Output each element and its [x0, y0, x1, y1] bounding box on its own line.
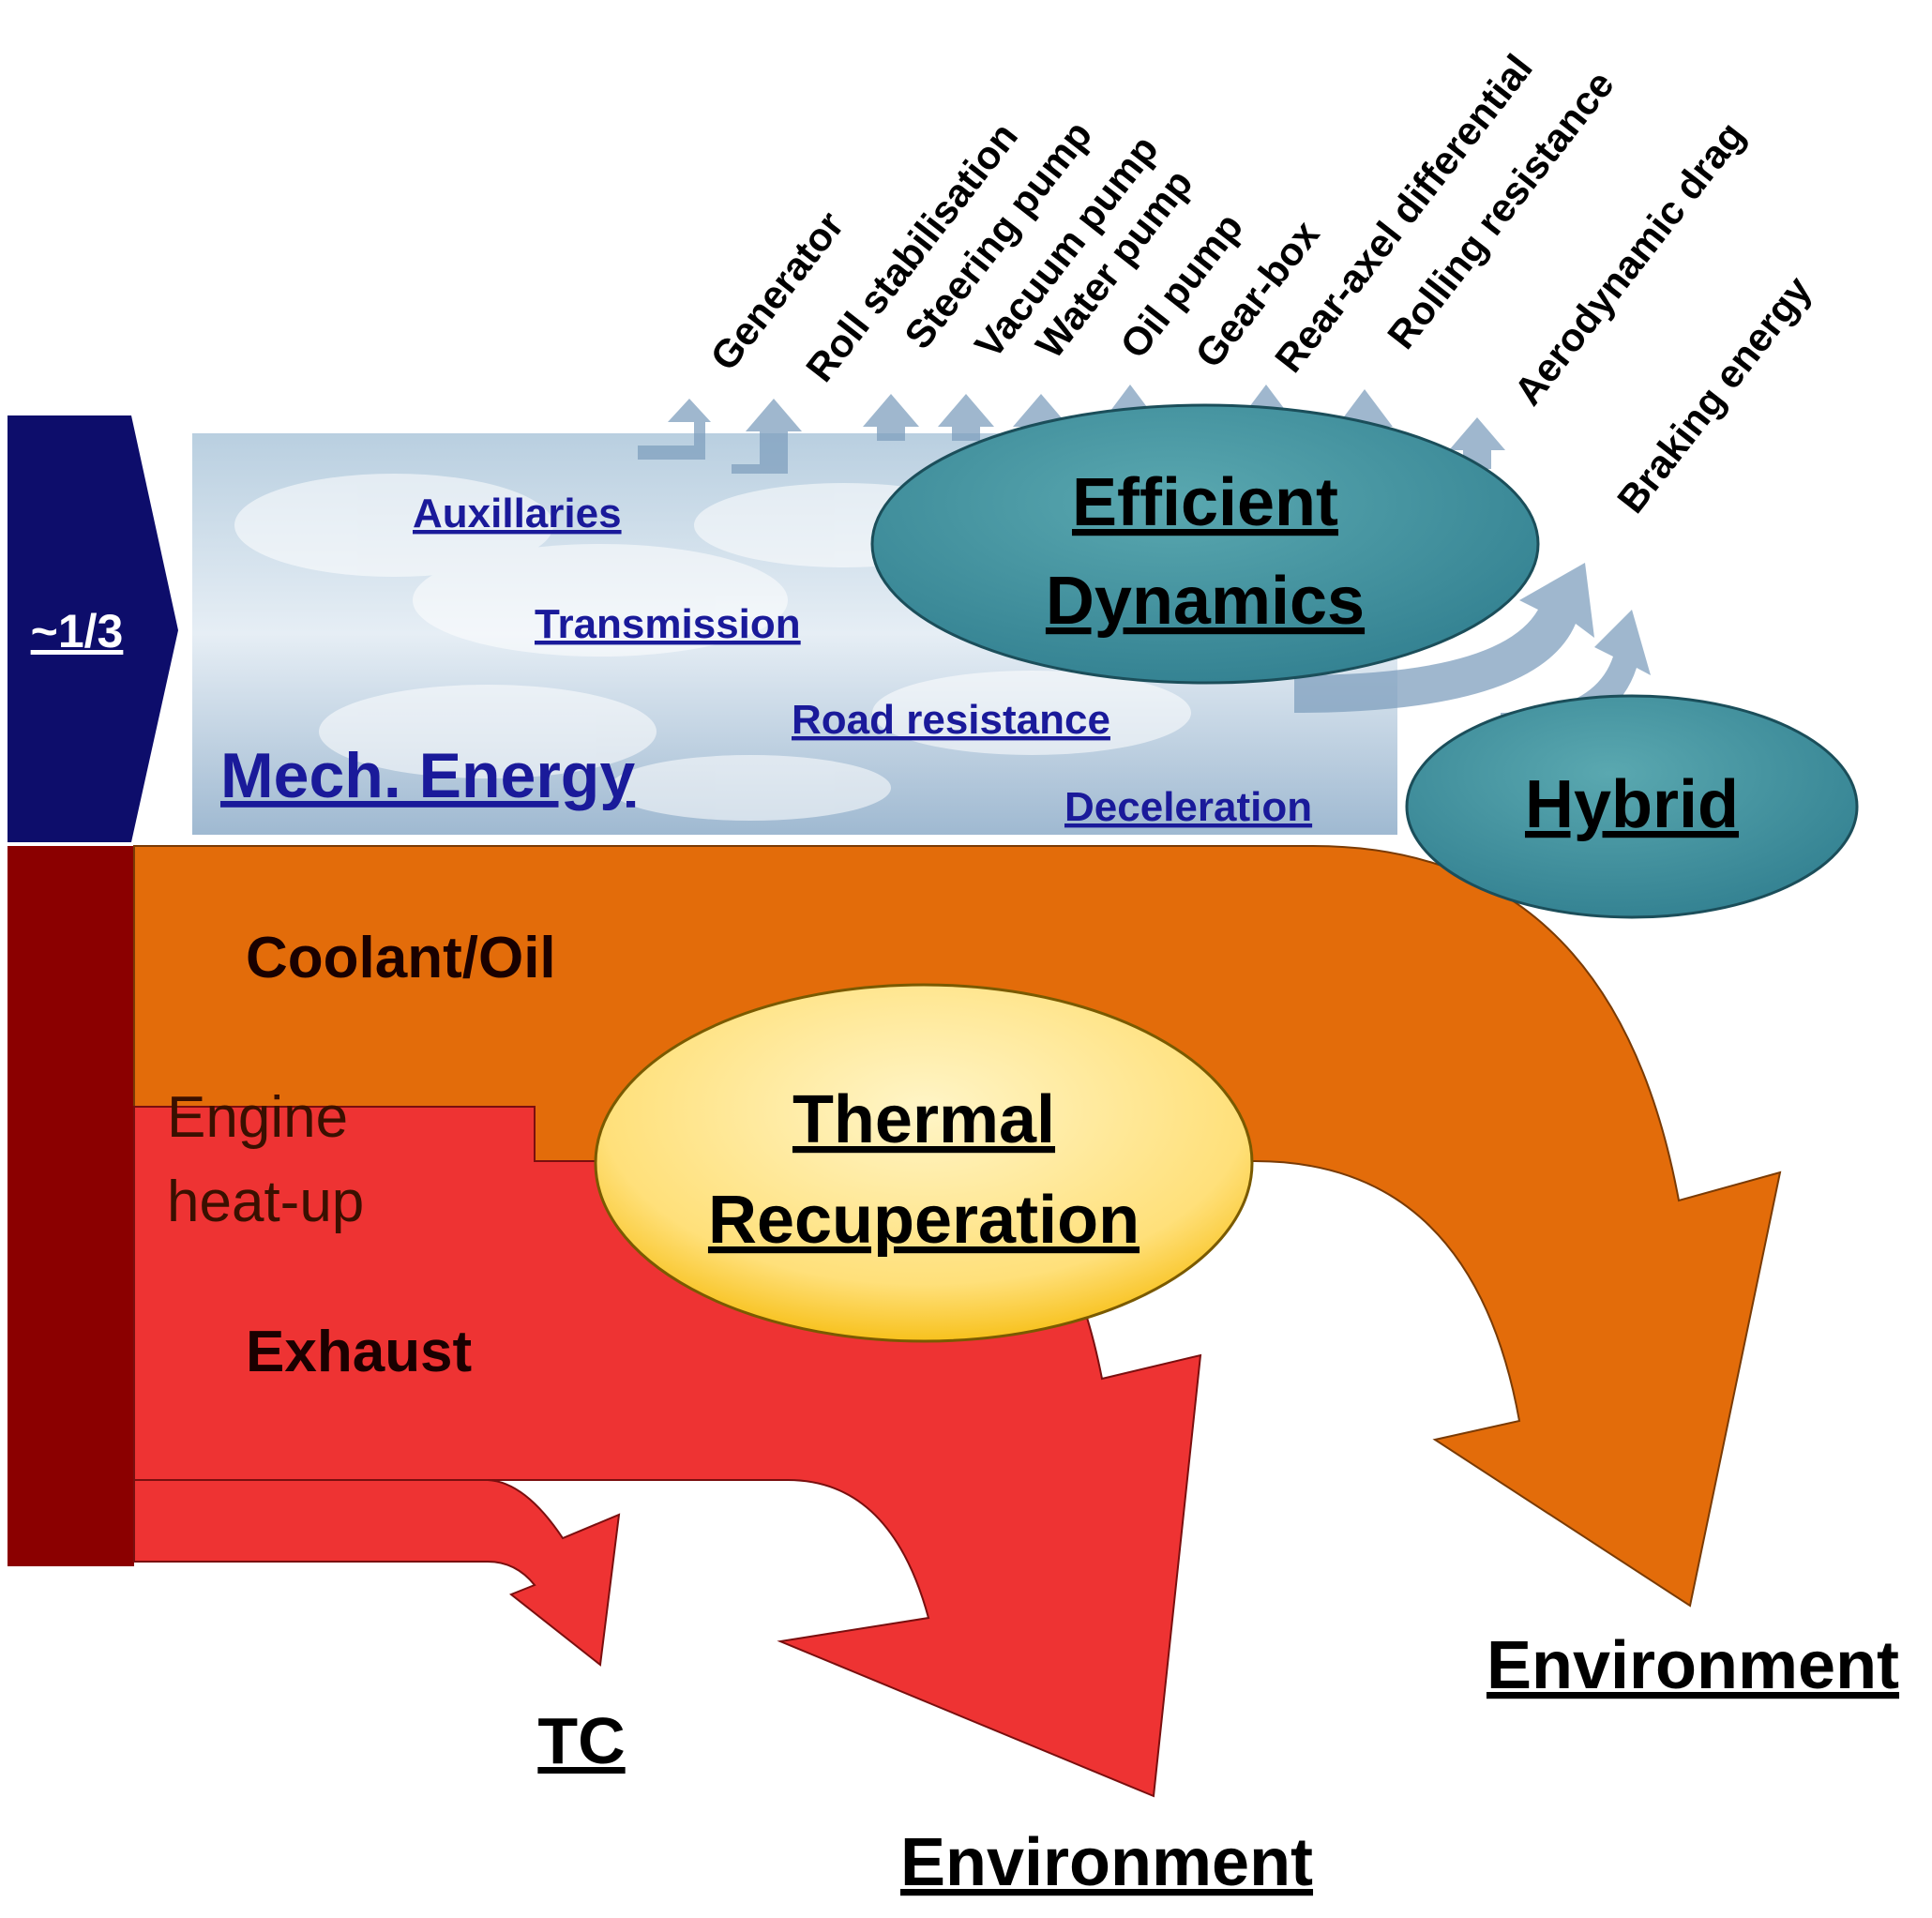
engine-heatup-label-line1: Engine — [167, 1085, 348, 1150]
mech-energy-title: Mech. Energy — [220, 740, 635, 811]
sink-tc: TC — [537, 1704, 625, 1777]
consumer-braking-energy: Braking energy — [1608, 267, 1820, 521]
arrow-generator — [638, 399, 711, 460]
arrow-aerodynamic-drag — [1294, 563, 1594, 713]
heat-source-bar — [8, 846, 134, 1566]
label-auxillaries: Auxillaries — [413, 491, 622, 536]
label-transmission: Transmission — [535, 601, 801, 647]
arrow-steering-pump — [863, 394, 919, 441]
label-deceleration: Deceleration — [1064, 784, 1312, 830]
efficient-dynamics-ellipse — [870, 403, 1540, 685]
mech-fraction-label: ~1/3 — [31, 605, 124, 657]
thermal-recuperation-line1: Thermal — [792, 1082, 1055, 1157]
label-road-resistance: Road resistance — [792, 697, 1110, 743]
engine-heatup-label-line2: heat-up — [167, 1170, 364, 1234]
sink-environment-exhaust: Environment — [900, 1825, 1313, 1900]
efficient-dynamics-line1: Efficient — [1072, 465, 1338, 540]
cloud-texture — [234, 474, 1191, 821]
exhaust-label: Exhaust — [246, 1320, 472, 1384]
hybrid-label: Hybrid — [1525, 767, 1739, 842]
thermal-recuperation-line2: Recuperation — [708, 1183, 1140, 1258]
mech-fraction-arrow — [8, 415, 178, 842]
arrow-roll-stabilisation — [732, 399, 802, 474]
efficient-dynamics-line2: Dynamics — [1046, 564, 1365, 639]
arrow-vacuum-pump — [938, 394, 994, 441]
arrow-braking-energy — [1501, 610, 1651, 741]
thermal-recuperation-ellipse — [594, 983, 1254, 1343]
coolant-label: Coolant/Oil — [246, 926, 556, 990]
hybrid-ellipse — [1405, 694, 1859, 919]
tc-arrow — [133, 1479, 621, 1667]
sink-environment-coolant: Environment — [1487, 1628, 1899, 1703]
